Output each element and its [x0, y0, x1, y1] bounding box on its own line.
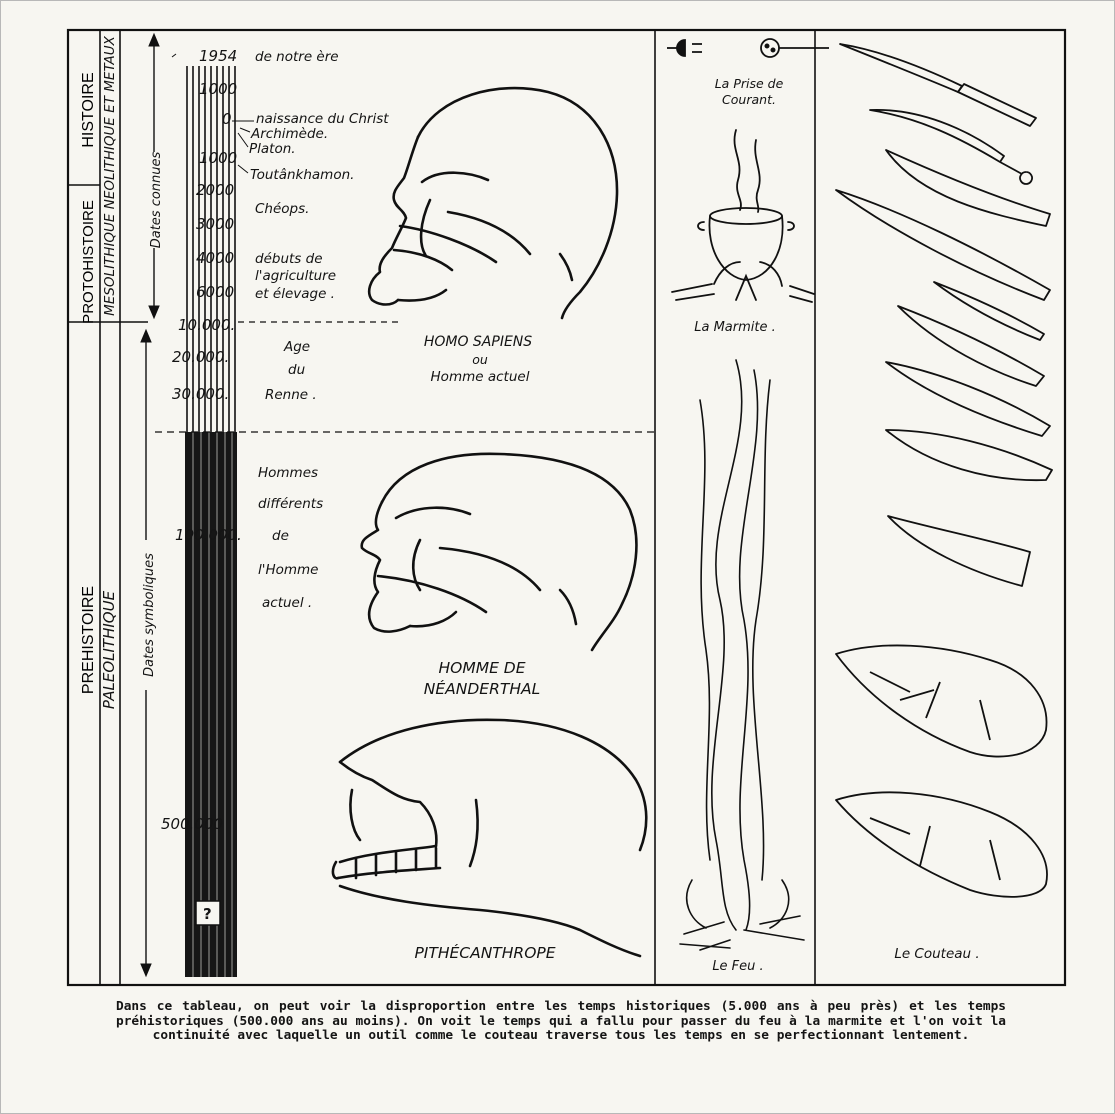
date-10000: 10.000. — [178, 316, 235, 334]
hommes-5: actuel . — [262, 595, 312, 611]
knife-serrated-icon — [886, 150, 1050, 226]
event-archimede: Archimède. — [250, 126, 328, 142]
pithecanthrope-label: PITHÉCANTHROPE — [414, 943, 555, 962]
prise-label: La Prise de Courant. — [715, 76, 784, 107]
sapiens-2: ou — [472, 352, 488, 367]
marmite-icon — [672, 130, 814, 302]
period-histoire: HISTOIRE — [80, 72, 97, 147]
event-notre-ere: de notre ère — [255, 49, 339, 65]
knife-evolution-icons — [836, 44, 1052, 897]
date-3000: 3000 — [196, 215, 234, 233]
event-christ: naissance du Christ — [256, 111, 389, 127]
hommes-2: différents — [258, 496, 323, 512]
marmite-label: La Marmite . — [694, 320, 776, 335]
fire-icon — [680, 360, 804, 950]
date-2000: 2000 — [196, 181, 234, 199]
timeline-events: de notre ère naissance du Christ Archimè… — [249, 49, 389, 611]
date-1000-bc: 1000 — [199, 149, 237, 167]
date-30000: 30.000. — [172, 385, 229, 403]
knife-modern-icon — [840, 44, 962, 92]
prise-1: La Prise de — [715, 76, 784, 91]
homo-sapiens-label: HOMO SAPIENS ou Homme actuel — [424, 334, 532, 385]
date-4000: 4000 — [196, 249, 234, 267]
hommes-3: de — [272, 528, 289, 544]
knife-flint-1-icon — [836, 190, 1050, 300]
feu-label: Le Feu . — [712, 959, 763, 974]
date-100000: 100.000. — [175, 526, 242, 544]
event-renne: Renne . — [265, 387, 317, 403]
date-1954: 1954 — [199, 47, 237, 65]
knife-iron-icon — [870, 110, 1032, 184]
date-500000: 500.000 — [161, 815, 223, 833]
knife-flint-5-icon — [886, 430, 1052, 480]
date-20000: 20.000. — [172, 348, 229, 366]
pithecanthrope-skull — [333, 720, 646, 956]
plug-icon — [667, 39, 829, 57]
event-debuts: débuts de — [255, 251, 323, 267]
event-toutankhamon: Toutânkhamon. — [250, 167, 354, 183]
knife-flint-3-icon — [898, 306, 1044, 386]
knife-biface-2-icon — [836, 792, 1047, 897]
sapiens-3: Homme actuel — [431, 369, 530, 385]
prise-2: Courant. — [722, 92, 776, 107]
knife-flint-6-icon — [888, 516, 1030, 586]
knife-biface-1-icon — [836, 645, 1047, 756]
knife-flint-2-icon — [934, 282, 1044, 340]
neanderthal-label: HOMME DE NÉANDERTHAL — [424, 659, 540, 698]
neanderthal-skull — [362, 454, 637, 650]
period-metaux: MESOLITHIQUE NEOLITHIQUE ET METAUX — [102, 35, 118, 315]
period-prehistoire: PREHISTOIRE — [80, 586, 97, 694]
knife-flint-4-icon — [886, 362, 1050, 436]
neanderthal-1: HOMME DE — [438, 659, 525, 677]
date-1000-ad: 1000 — [199, 80, 237, 98]
event-cheops: Chéops. — [255, 201, 309, 217]
date-6000: 6000 — [196, 283, 234, 301]
date-0: 0 — [222, 110, 232, 128]
label-dates-symboliques: Dates symboliques — [142, 553, 157, 677]
date-unknown: ? — [203, 905, 212, 923]
hommes-4: l'Homme — [258, 562, 318, 578]
couteau-label: Le Couteau . — [894, 946, 979, 962]
homo-sapiens-skull — [369, 88, 617, 318]
neanderthal-2: NÉANDERTHAL — [424, 679, 540, 698]
hommes-1: Hommes — [258, 465, 318, 481]
event-agriculture: l'agriculture — [255, 268, 336, 284]
figure-caption: Dans ce tableau, on peut voir la disprop… — [116, 1000, 1006, 1044]
age-renne-2: du — [288, 362, 305, 378]
event-elevage: et élevage . — [255, 286, 335, 302]
knife-handle-icon — [958, 84, 1036, 126]
age-renne-1: Age — [283, 339, 310, 355]
event-platon: Platon. — [249, 141, 296, 157]
sapiens-1: HOMO SAPIENS — [424, 334, 532, 350]
label-dates-connues: Dates connues — [149, 151, 164, 248]
period-protohistoire: PROTOHISTOIRE — [80, 200, 97, 324]
period-paleolithique: PALEOLITHIQUE — [100, 590, 118, 709]
